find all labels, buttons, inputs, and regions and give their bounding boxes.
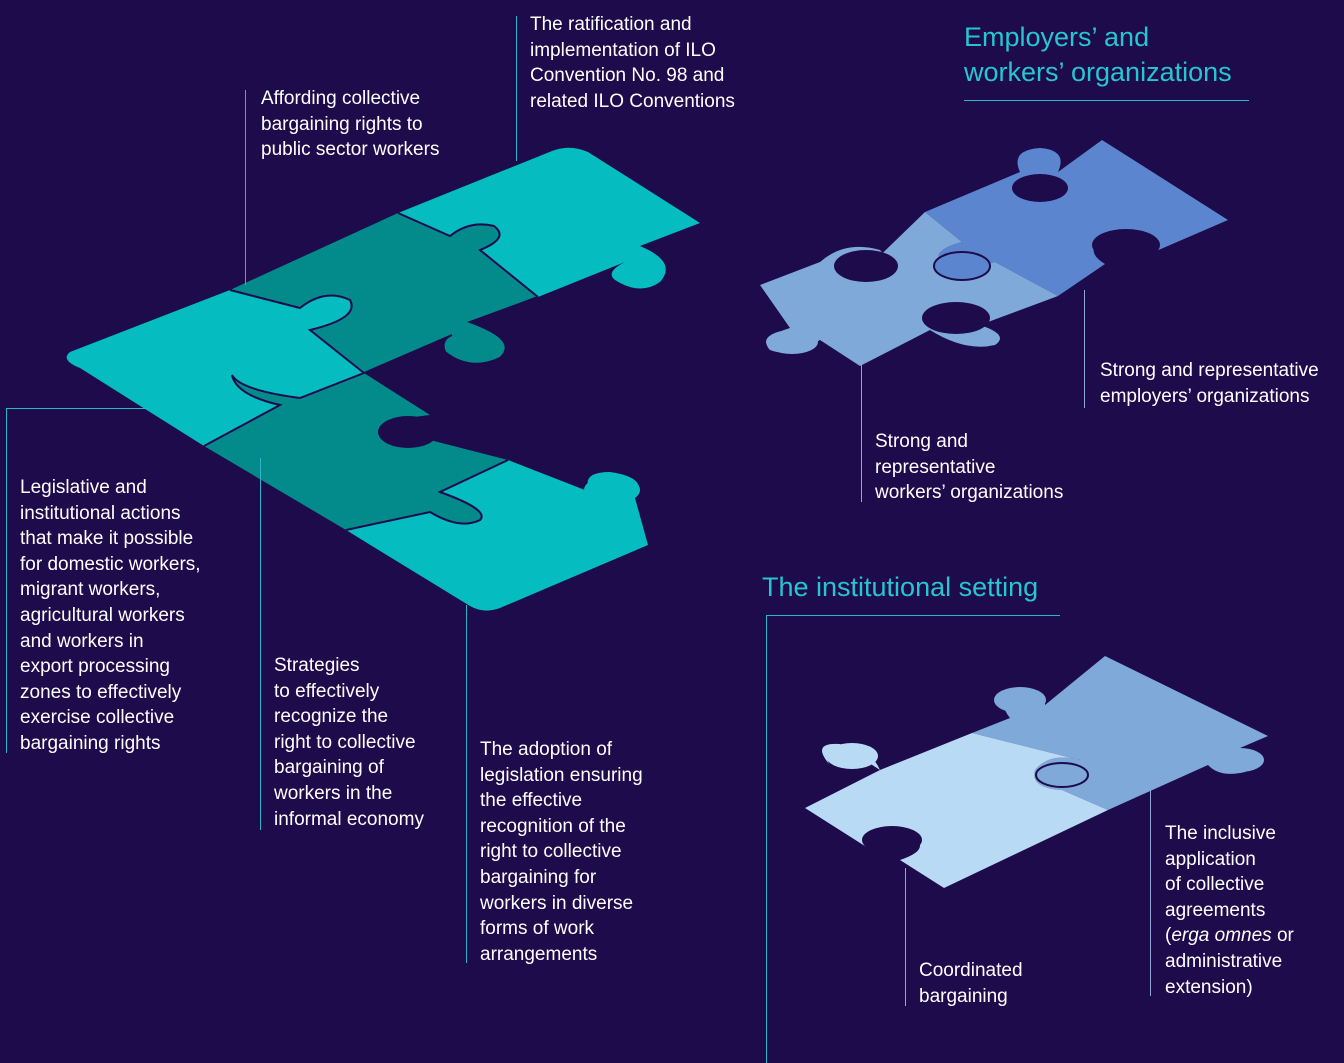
- label-coordinated: Coordinated bargaining: [919, 960, 1023, 1007]
- teal-puzzle-group: [66, 147, 700, 611]
- connector-institutional: [766, 615, 767, 1063]
- label-legislative: Legislative and institutional actions th…: [20, 477, 201, 754]
- puzzle-piece-coordinated: [805, 733, 1108, 888]
- puzzle-hole: [1035, 762, 1089, 788]
- blue-puzzle-group: [760, 140, 1228, 366]
- puzzle-hole: [862, 826, 922, 854]
- puzzle-piece-public-sector: [230, 213, 538, 373]
- puzzle-piece-ratification: [398, 147, 700, 297]
- puzzle-piece-workers: [760, 212, 1058, 366]
- label-inclusive-italic: erga omnes: [1171, 925, 1272, 947]
- label-adoption: The adoption of legislation ensuring the…: [480, 739, 643, 965]
- connector-inclusive: [1150, 790, 1151, 996]
- puzzle-hole: [834, 250, 898, 282]
- puzzle-piece-legislative: [66, 290, 365, 446]
- puzzle-piece-adoption: [346, 460, 648, 611]
- puzzle-knob: [1216, 748, 1264, 772]
- light-blue-puzzle-group: [805, 656, 1268, 888]
- connector-legislative-v: [6, 408, 7, 753]
- connector-adoption: [466, 605, 467, 963]
- connector-legislative-h: [6, 408, 148, 409]
- puzzle-hole: [922, 302, 990, 334]
- puzzle-hole: [378, 416, 438, 448]
- label-inclusive-part1: The inclusive application of collective …: [1165, 823, 1276, 947]
- puzzle-hole: [766, 330, 818, 354]
- institutional-heading-underline: [766, 615, 1060, 616]
- puzzle-knob: [994, 687, 1046, 713]
- connector-public-sector: [245, 90, 246, 285]
- connector-workers-orgs: [861, 350, 862, 502]
- puzzle-knob: [933, 251, 991, 281]
- employers-heading: Employers’ and workers’ organizations: [964, 22, 1232, 87]
- connector-ratification: [516, 16, 517, 161]
- puzzle-hole: [1092, 229, 1160, 261]
- connector-informal: [260, 458, 261, 830]
- connector-employers-orgs: [1084, 290, 1085, 408]
- label-informal: Strategies to effectively recognize the …: [274, 655, 424, 830]
- employers-heading-underline: [964, 100, 1249, 101]
- puzzle-hole: [1012, 174, 1068, 202]
- label-workers-orgs: Strong and representative workers’ organ…: [875, 431, 1064, 504]
- label-inclusive: The inclusive application of collective …: [1165, 821, 1294, 1000]
- institutional-heading: The institutional setting: [762, 572, 1039, 602]
- puzzle-hole: [584, 476, 640, 504]
- label-inclusive-part2: or administrative extension): [1165, 925, 1294, 998]
- label-public-sector: Affording collective bargaining rights t…: [261, 88, 440, 161]
- label-ratification: The ratification and implementation of I…: [530, 14, 735, 112]
- puzzle-knob: [826, 743, 878, 769]
- puzzle-piece-employers: [925, 140, 1228, 296]
- puzzle-piece-informal: [204, 373, 508, 530]
- connector-coordinated: [905, 868, 906, 1006]
- label-employers-orgs: Strong and representative employers’ org…: [1100, 360, 1319, 407]
